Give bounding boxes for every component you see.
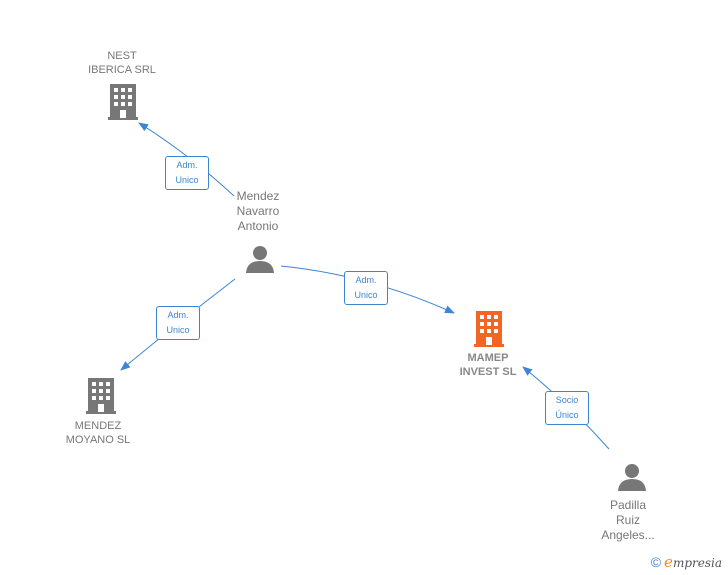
edge-label-socio-unico[interactable]: Socio Único	[545, 391, 589, 425]
copyright-footer: © empresia	[651, 553, 722, 571]
copyright-icon: ©	[650, 554, 662, 570]
edge-role-line2: Unico	[175, 175, 199, 185]
edge-role-line2: Unico	[166, 325, 190, 335]
building-icon[interactable]	[86, 378, 116, 414]
edge-role-line1: Adm.	[355, 275, 377, 285]
building-icon[interactable]	[108, 84, 138, 120]
edge-role-line1: Socio	[555, 395, 579, 405]
edge-role-line2: Unico	[354, 290, 378, 300]
edge-role-line1: Adm.	[176, 160, 198, 170]
node-label-padilla: Padilla Ruiz Angeles...	[601, 498, 655, 542]
building-icon[interactable]	[474, 311, 504, 347]
node-label-mamep-invest: MAMEP INVEST SL	[459, 352, 517, 378]
node-label-nest-iberica: NEST IBERICA SRL	[88, 50, 156, 76]
person-icon[interactable]	[245, 244, 275, 274]
edge-label-adm-unico-nest[interactable]: Adm. Unico	[165, 156, 209, 190]
edge-role-line2: Único	[555, 410, 579, 420]
brand-logo: empresia	[664, 553, 722, 571]
edge-label-adm-unico-mamep[interactable]: Adm. Unico	[344, 271, 388, 305]
person-icon[interactable]	[617, 462, 647, 492]
node-label-mendez-navarro: Mendez Navarro Antonio	[236, 189, 280, 233]
edge-label-adm-unico-moyano[interactable]: Adm. Unico	[156, 306, 200, 340]
edge-role-line1: Adm.	[167, 310, 189, 320]
node-label-mendez-moyano: MENDEZ MOYANO SL	[65, 420, 131, 446]
